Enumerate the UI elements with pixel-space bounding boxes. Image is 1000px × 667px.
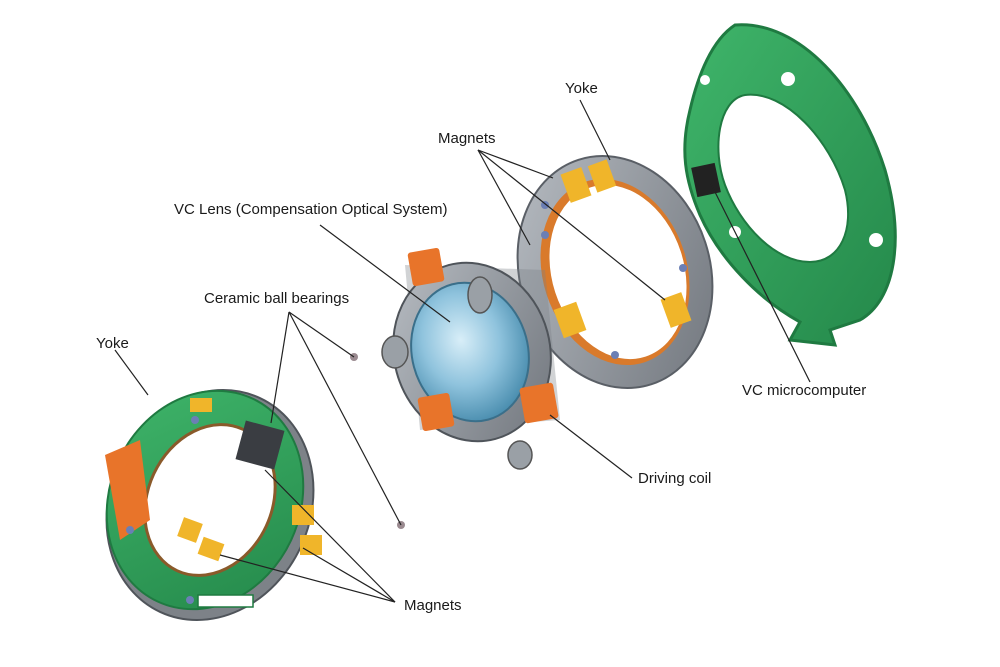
driving-coil-left [105, 440, 150, 540]
magnet [660, 292, 692, 328]
label-magnets-top: Magnets [438, 130, 496, 147]
magnet [197, 536, 225, 562]
label-yoke-top: Yoke [565, 80, 598, 97]
label-magnets-bottom: Magnets [404, 597, 462, 614]
label-vc-microcomputer: VC microcomputer [742, 382, 867, 399]
mount-hole [781, 72, 795, 86]
mount-hole [869, 233, 883, 247]
driving-coil [417, 392, 455, 432]
magnet [292, 505, 314, 525]
driving-coil [519, 382, 559, 424]
label-vc-lens: VC Lens (Compensation Optical System) [174, 201, 448, 218]
label-driving-coil: Driving coil [638, 470, 712, 487]
magnet [190, 398, 212, 412]
driving-coil [407, 247, 445, 287]
leader-lines [114, 99, 811, 603]
magnet [177, 517, 203, 543]
magnet [553, 301, 587, 339]
mount-hole [700, 75, 710, 85]
vc-lens-glass [410, 281, 530, 423]
label-yoke-left: Yoke [96, 335, 129, 352]
pcb-board-right [683, 23, 897, 347]
magnet [560, 167, 592, 203]
magnet [587, 159, 617, 193]
label-ceramic-bearings: Ceramic ball bearings [204, 290, 350, 307]
vc-lens-assembly [381, 247, 560, 470]
yoke-ring-left [105, 389, 322, 621]
